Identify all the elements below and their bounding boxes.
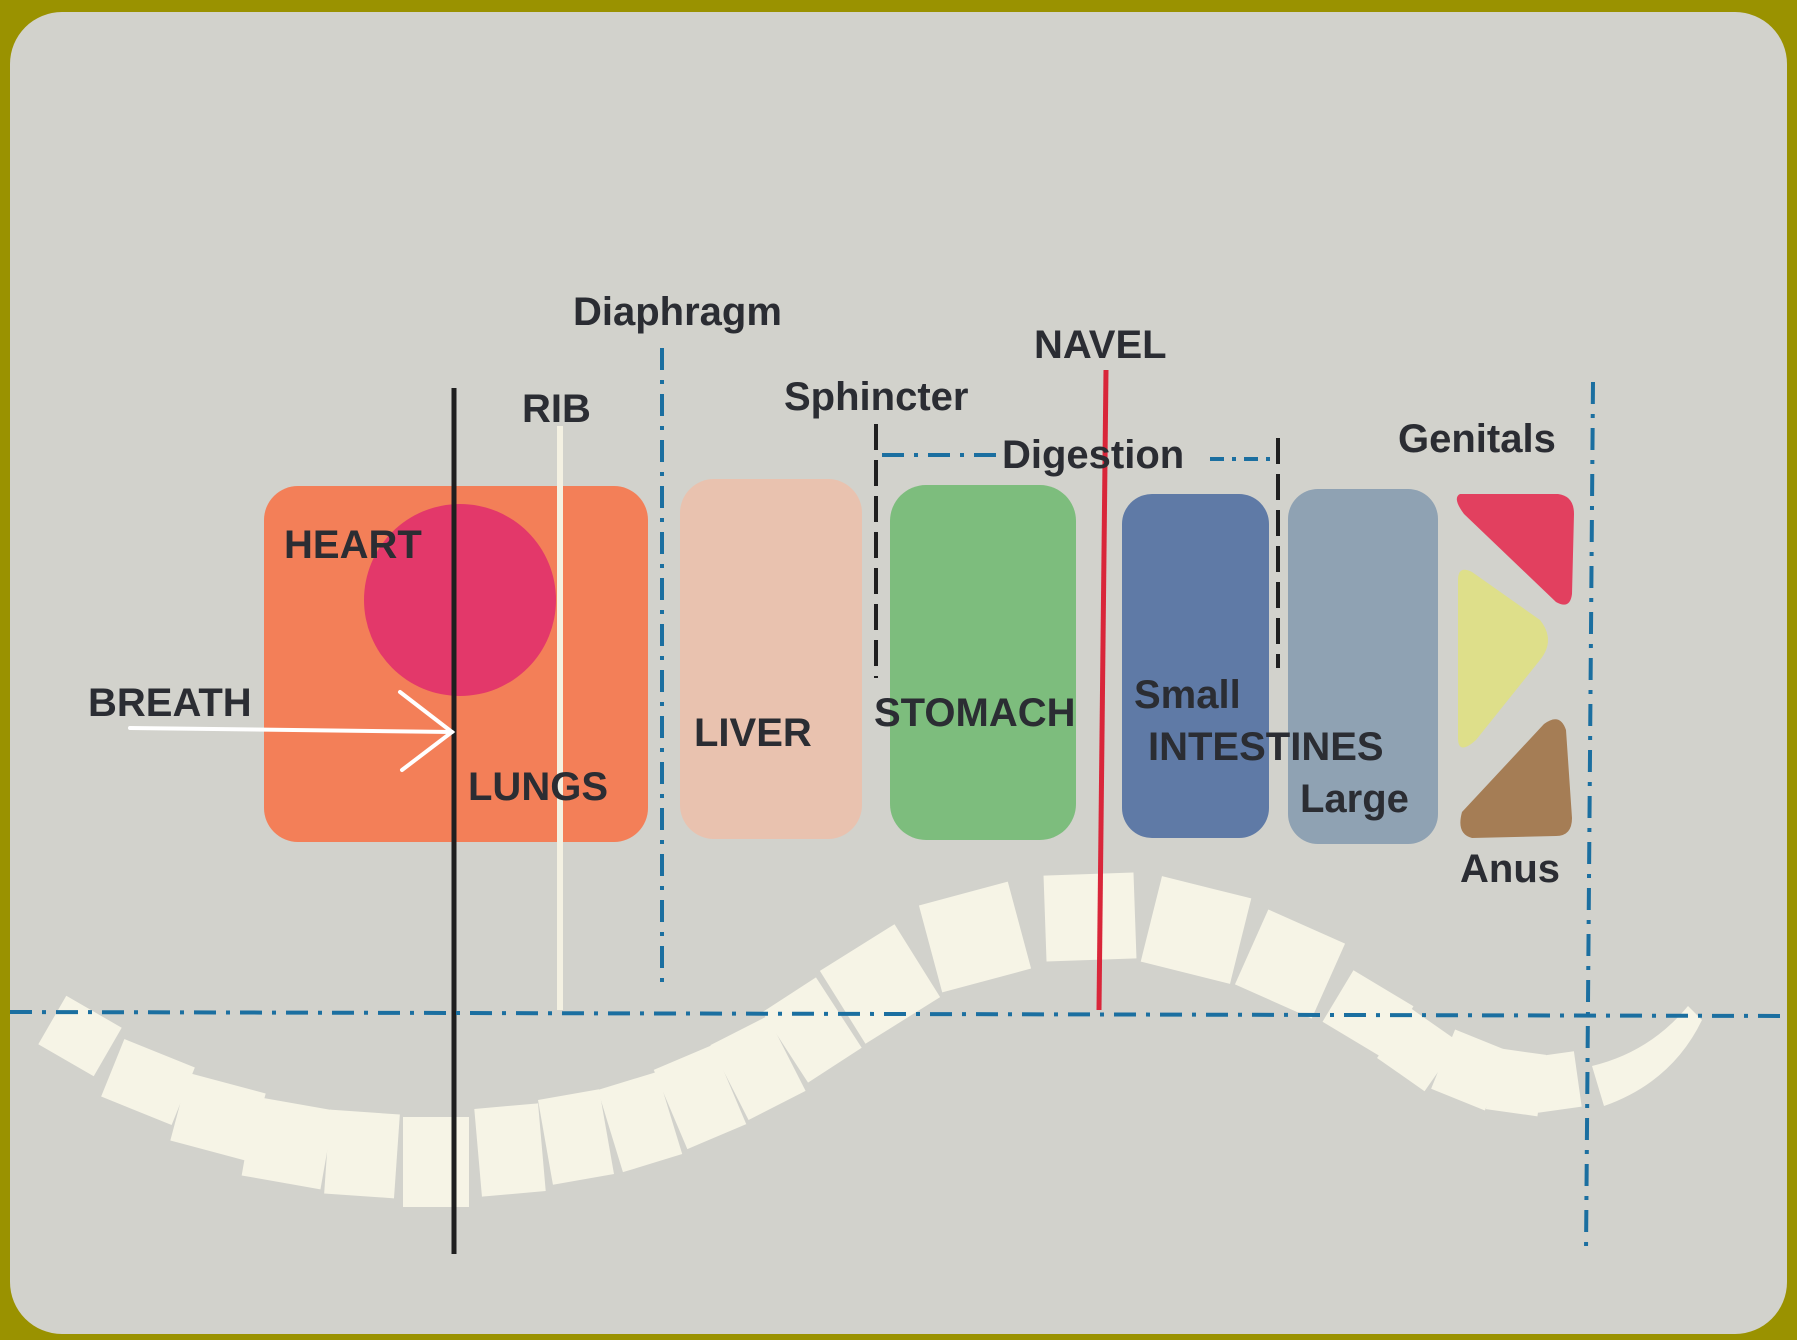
navel-label: NAVEL — [1034, 323, 1167, 367]
liver-label: LIVER — [694, 711, 812, 755]
breath-label: BREATH — [88, 681, 252, 725]
stomach-label: STOMACH — [874, 691, 1075, 735]
vertebra-5 — [324, 1110, 400, 1199]
heart-label: HEART — [284, 523, 422, 567]
sphincter-label: Sphincter — [784, 375, 968, 419]
stomach-block — [890, 485, 1076, 840]
anus-label: Anus — [1460, 847, 1560, 891]
vertebra-6 — [403, 1117, 469, 1207]
digestion-label: Digestion — [1002, 433, 1184, 477]
vertebra-4 — [242, 1097, 335, 1190]
vertebra-22 — [1530, 1051, 1581, 1113]
genitals-label: Genitals — [1398, 417, 1556, 461]
intestines-label: INTESTINES — [1148, 725, 1384, 769]
large-label: Large — [1300, 777, 1409, 821]
small-intestine-block — [1122, 494, 1269, 838]
vertebra-7 — [474, 1103, 545, 1196]
lungs-label: LUNGS — [468, 765, 608, 809]
liver-block — [680, 479, 862, 839]
rib-label: RIB — [522, 387, 591, 431]
diaphragm-label: Diaphragm — [573, 290, 782, 334]
vertebra-15 — [1044, 872, 1137, 961]
small-label: Small — [1134, 673, 1241, 717]
